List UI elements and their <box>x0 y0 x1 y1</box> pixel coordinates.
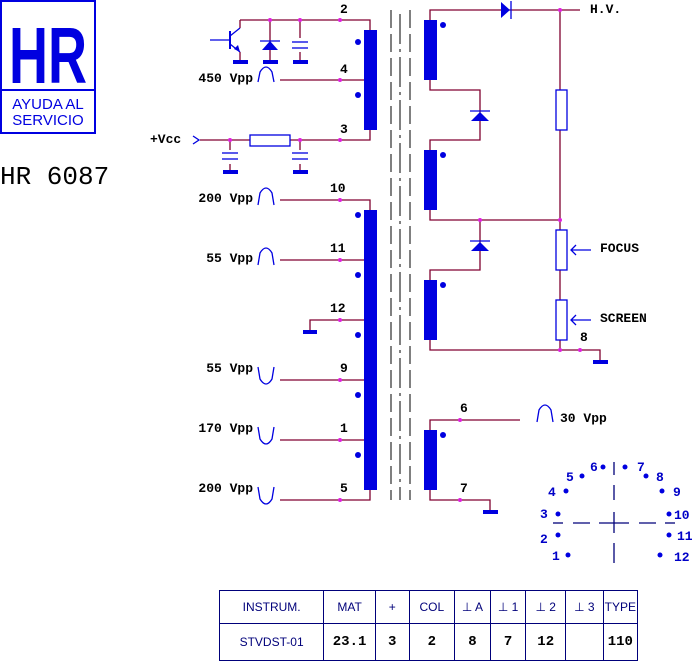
logo-line2: SERVICIO <box>12 112 83 129</box>
pin-9-voltage: 55 Vpp <box>206 361 253 376</box>
capacitor-icon <box>290 150 310 174</box>
screen-potentiometer <box>555 299 568 341</box>
hv-label: H.V. <box>590 2 621 17</box>
table-cell: 12 <box>525 623 567 661</box>
pinout-6: 6 <box>590 460 598 475</box>
table-header: MAT <box>323 589 376 625</box>
table-cell: STVDST-01 <box>218 623 325 661</box>
table-header: ⊥ 2 <box>525 589 567 625</box>
pin-11-label: 11 <box>330 241 346 256</box>
table-cell: 8 <box>454 623 491 661</box>
logo-line1: AYUDA AL <box>12 96 83 113</box>
table-cell: 7 <box>489 623 527 661</box>
arrow-icon <box>570 244 591 256</box>
positive-pulse-icon <box>257 66 275 83</box>
focus-label: FOCUS <box>600 241 639 256</box>
focus-potentiometer <box>555 229 568 271</box>
pin-2-label: 2 <box>340 2 348 17</box>
logo-brand: HR <box>9 11 87 100</box>
table-cell: 110 <box>602 623 639 661</box>
capacitor-icon <box>220 150 240 174</box>
pinout-9: 9 <box>673 485 681 500</box>
pinout-5: 5 <box>566 470 574 485</box>
input-chevron-icon <box>192 135 201 145</box>
table-cell <box>565 623 604 661</box>
secondary-winding: 200 Vpp 55 Vpp 55 Vpp 170 Vpp 200 Vpp 10… <box>198 181 377 505</box>
table-cell: 23.1 <box>323 623 376 661</box>
pinout-7: 7 <box>637 460 645 475</box>
pin-5-voltage: 200 Vpp <box>198 481 253 496</box>
screen-label: SCREEN <box>600 311 647 326</box>
pinout-2: 2 <box>540 532 548 547</box>
pin-11-voltage: 55 Vpp <box>206 251 253 266</box>
capacitor-icon <box>290 38 310 64</box>
pin-10-label: 10 <box>330 181 346 196</box>
table-header: INSTRUM. <box>218 589 325 625</box>
table-header: COL <box>408 589 456 625</box>
pinout-10: 10 <box>674 508 690 523</box>
pinout-diagram: 1 2 3 4 5 6 7 8 9 10 11 12 <box>540 460 693 565</box>
pin-12-label: 12 <box>330 301 346 316</box>
table-header: ⊥ 3 <box>565 589 604 625</box>
pin-6-label: 6 <box>460 401 468 416</box>
transistor-icon <box>210 27 248 64</box>
pin-4-label: 4 <box>340 62 348 77</box>
aux-winding: 30 Vpp 6 7 <box>424 401 607 514</box>
pinout-3: 3 <box>540 507 548 522</box>
diode-icon <box>470 240 490 251</box>
table-header: ⊥ A <box>454 589 491 625</box>
pinout-1: 1 <box>552 549 560 564</box>
pinout-12: 12 <box>674 550 690 565</box>
pin-5-label: 5 <box>340 481 348 496</box>
table-header: + <box>374 589 410 625</box>
resistor-icon <box>555 89 568 131</box>
transformer-core <box>390 10 411 500</box>
pin-3-label: 3 <box>340 122 348 137</box>
resistor-icon <box>249 134 291 147</box>
pin-1-voltage: 170 Vpp <box>198 421 253 436</box>
pinout-11: 11 <box>677 529 693 544</box>
pin-4-voltage: 450 Vpp <box>198 71 253 86</box>
arrow-icon <box>570 314 591 326</box>
table-cell: 3 <box>374 623 410 661</box>
pin-1-label: 1 <box>340 421 348 436</box>
table-header: ⊥ 1 <box>489 589 527 625</box>
hr-logo: HR AYUDA AL SERVICIO <box>0 0 96 134</box>
table-header: TYPE <box>602 589 639 625</box>
diode-icon <box>501 1 512 19</box>
pin-10-voltage: 200 Vpp <box>198 191 253 206</box>
aux-voltage: 30 Vpp <box>560 411 607 426</box>
pin-8-label: 8 <box>580 330 588 345</box>
pin-7-label: 7 <box>460 481 468 496</box>
table-row: STVDST-01 23.1 3 2 8 7 12 110 <box>218 623 639 661</box>
pin-9-label: 9 <box>340 361 348 376</box>
diode-icon <box>260 40 280 64</box>
primary-winding: 2 450 Vpp 4 +Vcc 3 <box>150 2 377 174</box>
specs-table: INSTRUM. MAT + COL ⊥ A ⊥ 1 ⊥ 2 ⊥ 3 TYPE … <box>218 589 639 661</box>
pinout-4: 4 <box>548 485 556 500</box>
table-cell: 2 <box>408 623 456 661</box>
pinout-8: 8 <box>656 470 664 485</box>
hv-winding: H.V. FOCUS SCREEN 8 <box>424 1 647 364</box>
model-number: HR 6087 <box>0 162 109 192</box>
diode-icon <box>470 110 490 121</box>
table-header-row: INSTRUM. MAT + COL ⊥ A ⊥ 1 ⊥ 2 ⊥ 3 TYPE <box>218 589 639 625</box>
vcc-label: +Vcc <box>150 132 181 147</box>
